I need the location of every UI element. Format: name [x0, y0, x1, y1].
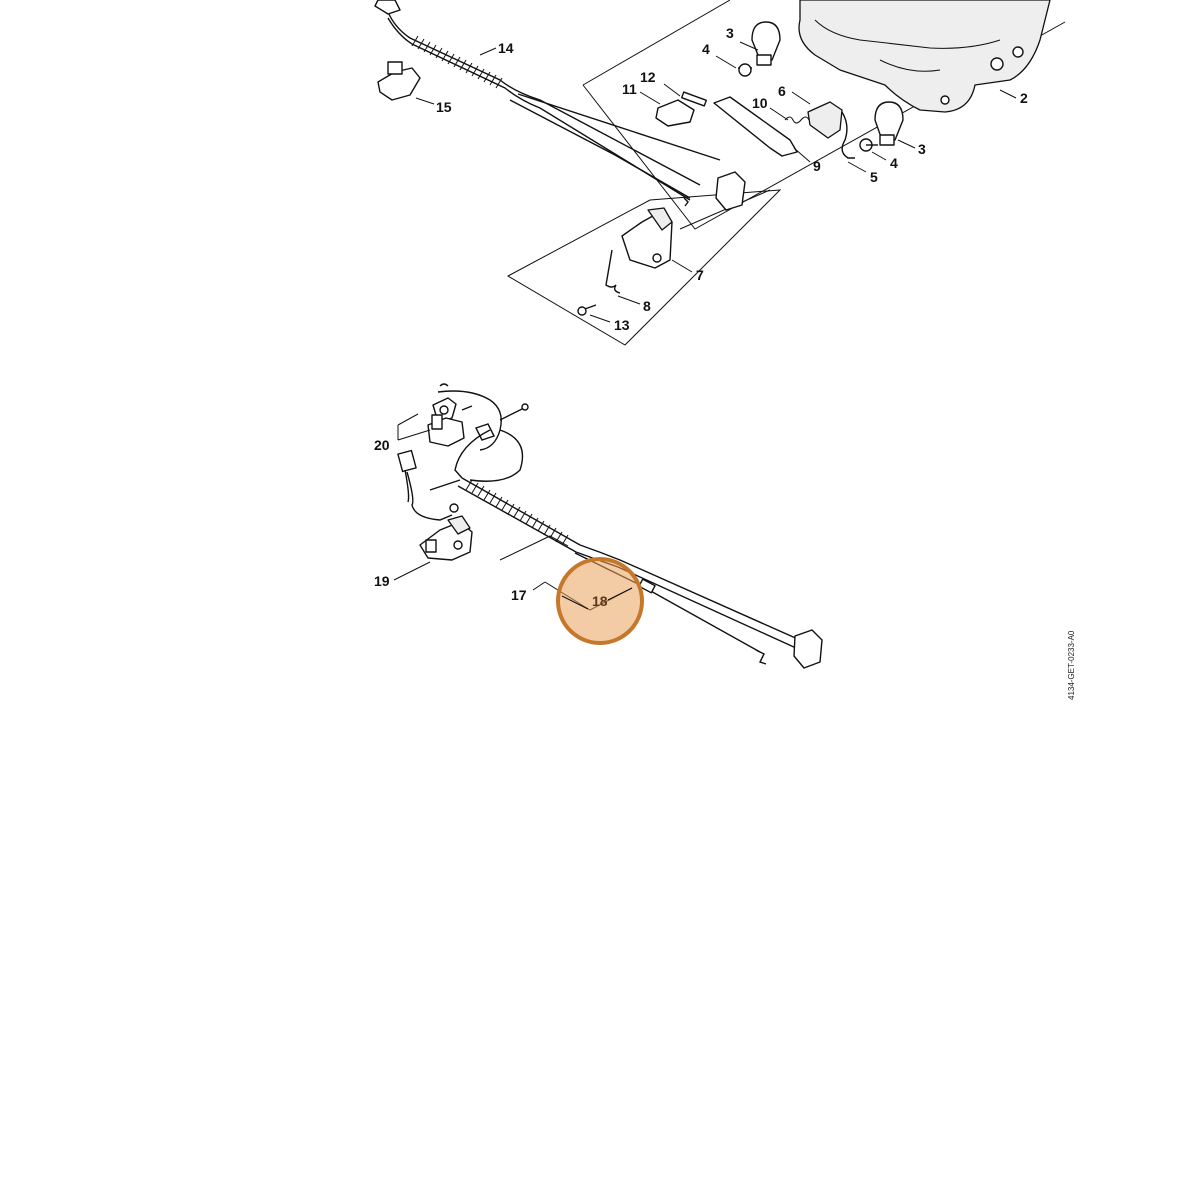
plug-connector — [397, 449, 461, 521]
screw-13 — [577, 304, 597, 316]
pin-12 — [680, 91, 708, 107]
drawing-code: 4134-GET-0233-A0 — [1067, 630, 1076, 700]
callout-15[interactable]: 15 — [436, 99, 452, 115]
locking-slide — [655, 99, 695, 127]
callout-4-upper[interactable]: 4 — [702, 41, 710, 57]
callout-3-lower[interactable]: 3 — [918, 141, 926, 157]
switch-15 — [377, 61, 421, 101]
callout-9[interactable]: 9 — [813, 158, 821, 174]
lever-subbox — [506, 189, 782, 346]
wire-a — [454, 429, 491, 479]
leader-17 — [532, 581, 546, 591]
callout-4-lower[interactable]: 4 — [890, 155, 898, 171]
callout-14[interactable]: 14 — [498, 40, 514, 56]
callout-5[interactable]: 5 — [870, 169, 878, 185]
callout-3-upper[interactable]: 3 — [726, 25, 734, 41]
callout-13[interactable]: 13 — [614, 317, 630, 333]
callout-10[interactable]: 10 — [752, 95, 768, 111]
callout-11[interactable]: 11 — [622, 81, 637, 97]
handle-housing — [798, 0, 1051, 113]
screw-lower — [859, 138, 878, 152]
spring-10 — [784, 116, 810, 124]
throttle-cable-upper — [387, 11, 746, 211]
spring-5 — [841, 111, 855, 159]
bracket-17-top — [499, 535, 569, 561]
callout-19[interactable]: 19 — [374, 573, 390, 589]
frame-line-top — [582, 0, 731, 86]
highlight-marker-18[interactable]: 18 — [556, 557, 644, 645]
upper-assembly: 2 3 3 4 4 5 6 7 8 9 10 11 12 13 14 15 — [374, 0, 1066, 346]
callout-12[interactable]: 12 — [640, 69, 656, 85]
cable-bolt — [499, 403, 529, 421]
callout-20[interactable]: 20 — [374, 437, 390, 453]
callout-6[interactable]: 6 — [778, 83, 786, 99]
throttle-cable-lower — [457, 477, 823, 669]
switch-19 — [419, 515, 473, 561]
throttle-lever — [807, 101, 843, 139]
highlight-ring[interactable] — [556, 557, 644, 645]
clamp-lower — [874, 101, 904, 146]
callout-8[interactable]: 8 — [643, 298, 651, 314]
callout-2[interactable]: 2 — [1020, 90, 1028, 106]
clamp-upper — [751, 21, 781, 66]
trigger-lever — [713, 96, 798, 157]
callout-18[interactable]: 18 — [592, 593, 608, 609]
wire-b — [469, 429, 524, 482]
switch-top-fragment — [374, 0, 401, 15]
spring-8 — [605, 249, 621, 294]
callout-7[interactable]: 7 — [696, 267, 704, 283]
wire-c — [475, 423, 495, 441]
callout-17[interactable]: 17 — [511, 587, 527, 603]
screw-upper — [738, 63, 752, 77]
lever-7 — [621, 207, 673, 269]
switch-bracket-20 — [427, 383, 502, 451]
